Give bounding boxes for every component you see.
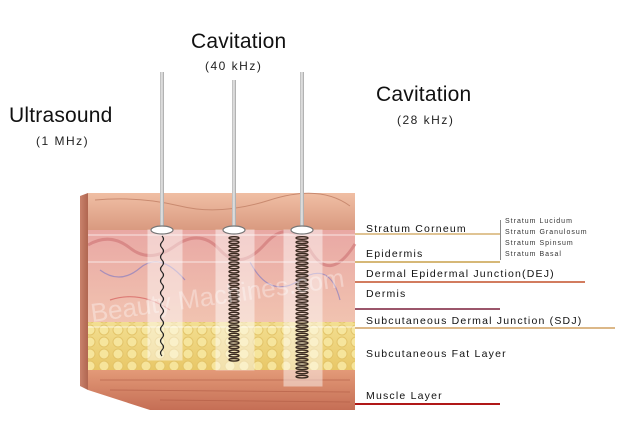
coil-ring bbox=[295, 336, 309, 341]
ultrasound-title: Ultrasound bbox=[9, 104, 113, 127]
coil-ring bbox=[228, 303, 240, 308]
coil-ring bbox=[228, 345, 240, 350]
coil-ring bbox=[295, 261, 309, 266]
coil-ring bbox=[295, 265, 309, 270]
stratum-lucidum-label: Stratum Lucidum bbox=[505, 218, 573, 225]
coil-ring bbox=[228, 315, 240, 320]
cavitation-40-frequency: (40 kHz) bbox=[205, 59, 263, 73]
coil-ring bbox=[228, 307, 240, 312]
coil-ring bbox=[295, 294, 309, 299]
coil-ring bbox=[295, 328, 309, 333]
dermis-label: Dermis bbox=[366, 288, 407, 300]
coil-ring bbox=[228, 311, 240, 316]
coil-ring bbox=[295, 303, 309, 308]
coil-ring bbox=[295, 332, 309, 337]
muscle-label: Muscle Layer bbox=[366, 390, 443, 402]
fat-label: Subcutaneous Fat Layer bbox=[366, 348, 507, 360]
strata-bracket bbox=[500, 220, 503, 260]
coil-ring bbox=[295, 235, 309, 240]
coil-ring bbox=[228, 278, 240, 283]
ultrasound-frequency: (1 MHz) bbox=[36, 134, 90, 148]
cavitation-28-probe-rod bbox=[300, 72, 304, 230]
coil-ring bbox=[228, 324, 240, 329]
coil-ring bbox=[228, 248, 240, 253]
coil-ring bbox=[295, 362, 309, 367]
coil-ring bbox=[228, 235, 240, 240]
coil-ring bbox=[228, 290, 240, 295]
coil-ring bbox=[295, 311, 309, 316]
coil-ring bbox=[228, 273, 240, 278]
coil-ring bbox=[295, 315, 309, 320]
coil-ring bbox=[228, 341, 240, 346]
coil-ring bbox=[295, 370, 309, 375]
coil-ring bbox=[228, 252, 240, 257]
coil-ring bbox=[295, 248, 309, 253]
coil-ring bbox=[295, 345, 309, 350]
coil-ring bbox=[295, 269, 309, 274]
coil-ring bbox=[228, 261, 240, 266]
coil-ring bbox=[228, 328, 240, 333]
sdj-label: Subcutaneous Dermal Junction (SDJ) bbox=[366, 315, 583, 327]
coil-ring bbox=[228, 282, 240, 287]
coil-ring bbox=[295, 278, 309, 283]
coil-ring bbox=[295, 320, 309, 325]
coil-ring bbox=[228, 269, 240, 274]
coil-ring bbox=[228, 240, 240, 245]
dej-label: Dermal Epidermal Junction(DEJ) bbox=[366, 268, 555, 280]
coil-ring bbox=[295, 282, 309, 287]
coil-ring bbox=[295, 349, 309, 354]
coil-ring bbox=[295, 366, 309, 371]
coil-ring bbox=[228, 299, 240, 304]
cavitation-28-title: Cavitation bbox=[376, 83, 472, 106]
coil-ring bbox=[295, 374, 309, 379]
ultrasound-probe-rod bbox=[160, 72, 164, 230]
cavitation-28-wave bbox=[295, 235, 309, 379]
stratum-corneum-label: Stratum Corneum bbox=[366, 223, 467, 235]
coil-ring bbox=[228, 349, 240, 354]
coil-ring bbox=[228, 244, 240, 249]
coil-ring bbox=[228, 353, 240, 358]
coil-ring bbox=[295, 290, 309, 295]
coil-ring bbox=[295, 257, 309, 262]
cavitation-40-wave bbox=[228, 235, 240, 362]
cavitation-28-frequency: (28 kHz) bbox=[397, 113, 455, 127]
cavitation-40-title: Cavitation bbox=[191, 30, 287, 53]
coil-ring bbox=[228, 265, 240, 270]
cube-side bbox=[80, 193, 88, 390]
coil-ring bbox=[295, 324, 309, 329]
coil-ring bbox=[228, 332, 240, 337]
stratum-granulosum-label: Stratum Granulosum bbox=[505, 229, 588, 236]
coil-ring bbox=[228, 286, 240, 291]
coil-ring bbox=[295, 307, 309, 312]
coil-ring bbox=[295, 353, 309, 358]
dermis-layer bbox=[88, 230, 355, 322]
ultrasound-channel bbox=[147, 229, 183, 361]
coil-ring bbox=[295, 240, 309, 245]
coil-ring bbox=[295, 252, 309, 257]
skin-surface bbox=[88, 193, 355, 230]
epidermis-label: Epidermis bbox=[366, 248, 424, 260]
cavitation-40-probe-rod bbox=[232, 80, 236, 230]
coil-ring bbox=[295, 273, 309, 278]
coil-ring bbox=[228, 357, 240, 362]
coil-ring bbox=[228, 257, 240, 262]
coil-ring bbox=[295, 286, 309, 291]
ultrasound-wave bbox=[159, 235, 165, 357]
stratum-spinsum-label: Stratum Spinsum bbox=[505, 240, 574, 247]
coil-ring bbox=[295, 357, 309, 362]
coil-ring bbox=[228, 294, 240, 299]
coil-ring bbox=[295, 299, 309, 304]
coil-ring bbox=[228, 336, 240, 341]
coil-ring bbox=[295, 244, 309, 249]
coil-ring bbox=[228, 320, 240, 325]
stratum-basal-label: Stratum Basal bbox=[505, 251, 562, 258]
coil-ring bbox=[295, 341, 309, 346]
